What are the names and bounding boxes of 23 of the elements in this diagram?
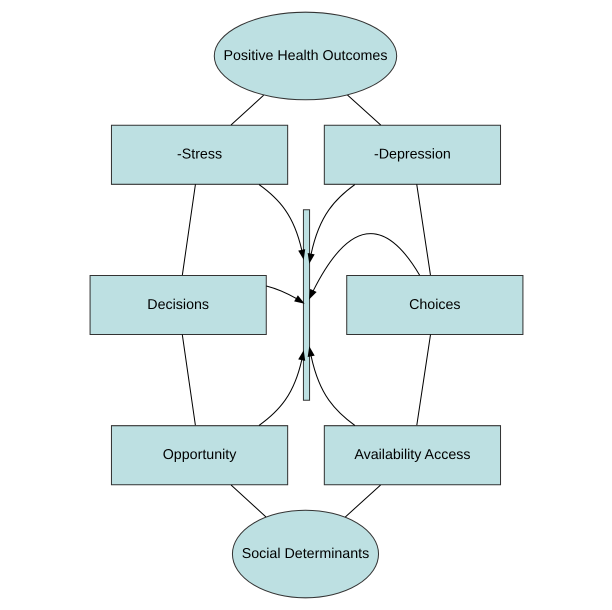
node-box: Decisions [89,274,266,336]
node-ellipse: Social Determinants [231,510,379,598]
node-box: -Depression [323,124,501,185]
connector [346,94,381,126]
arrow [266,285,304,304]
connector [416,184,430,276]
connector [230,484,266,518]
node-box: Opportunity [110,425,288,486]
arrow [307,184,355,264]
connector [181,184,196,276]
node-box: Choices [346,274,523,336]
connector [344,484,380,518]
arrow [307,346,355,426]
node-ellipse: Positive Health Outcomes [213,12,397,100]
arrow [258,184,305,260]
connector [230,94,264,126]
node-arrow [302,209,310,401]
arrow [308,233,420,300]
connector [416,334,431,426]
node-box: Availability Access [323,425,501,486]
node-box: -Stress [110,124,288,185]
arrow [258,350,305,426]
connector [181,334,196,426]
